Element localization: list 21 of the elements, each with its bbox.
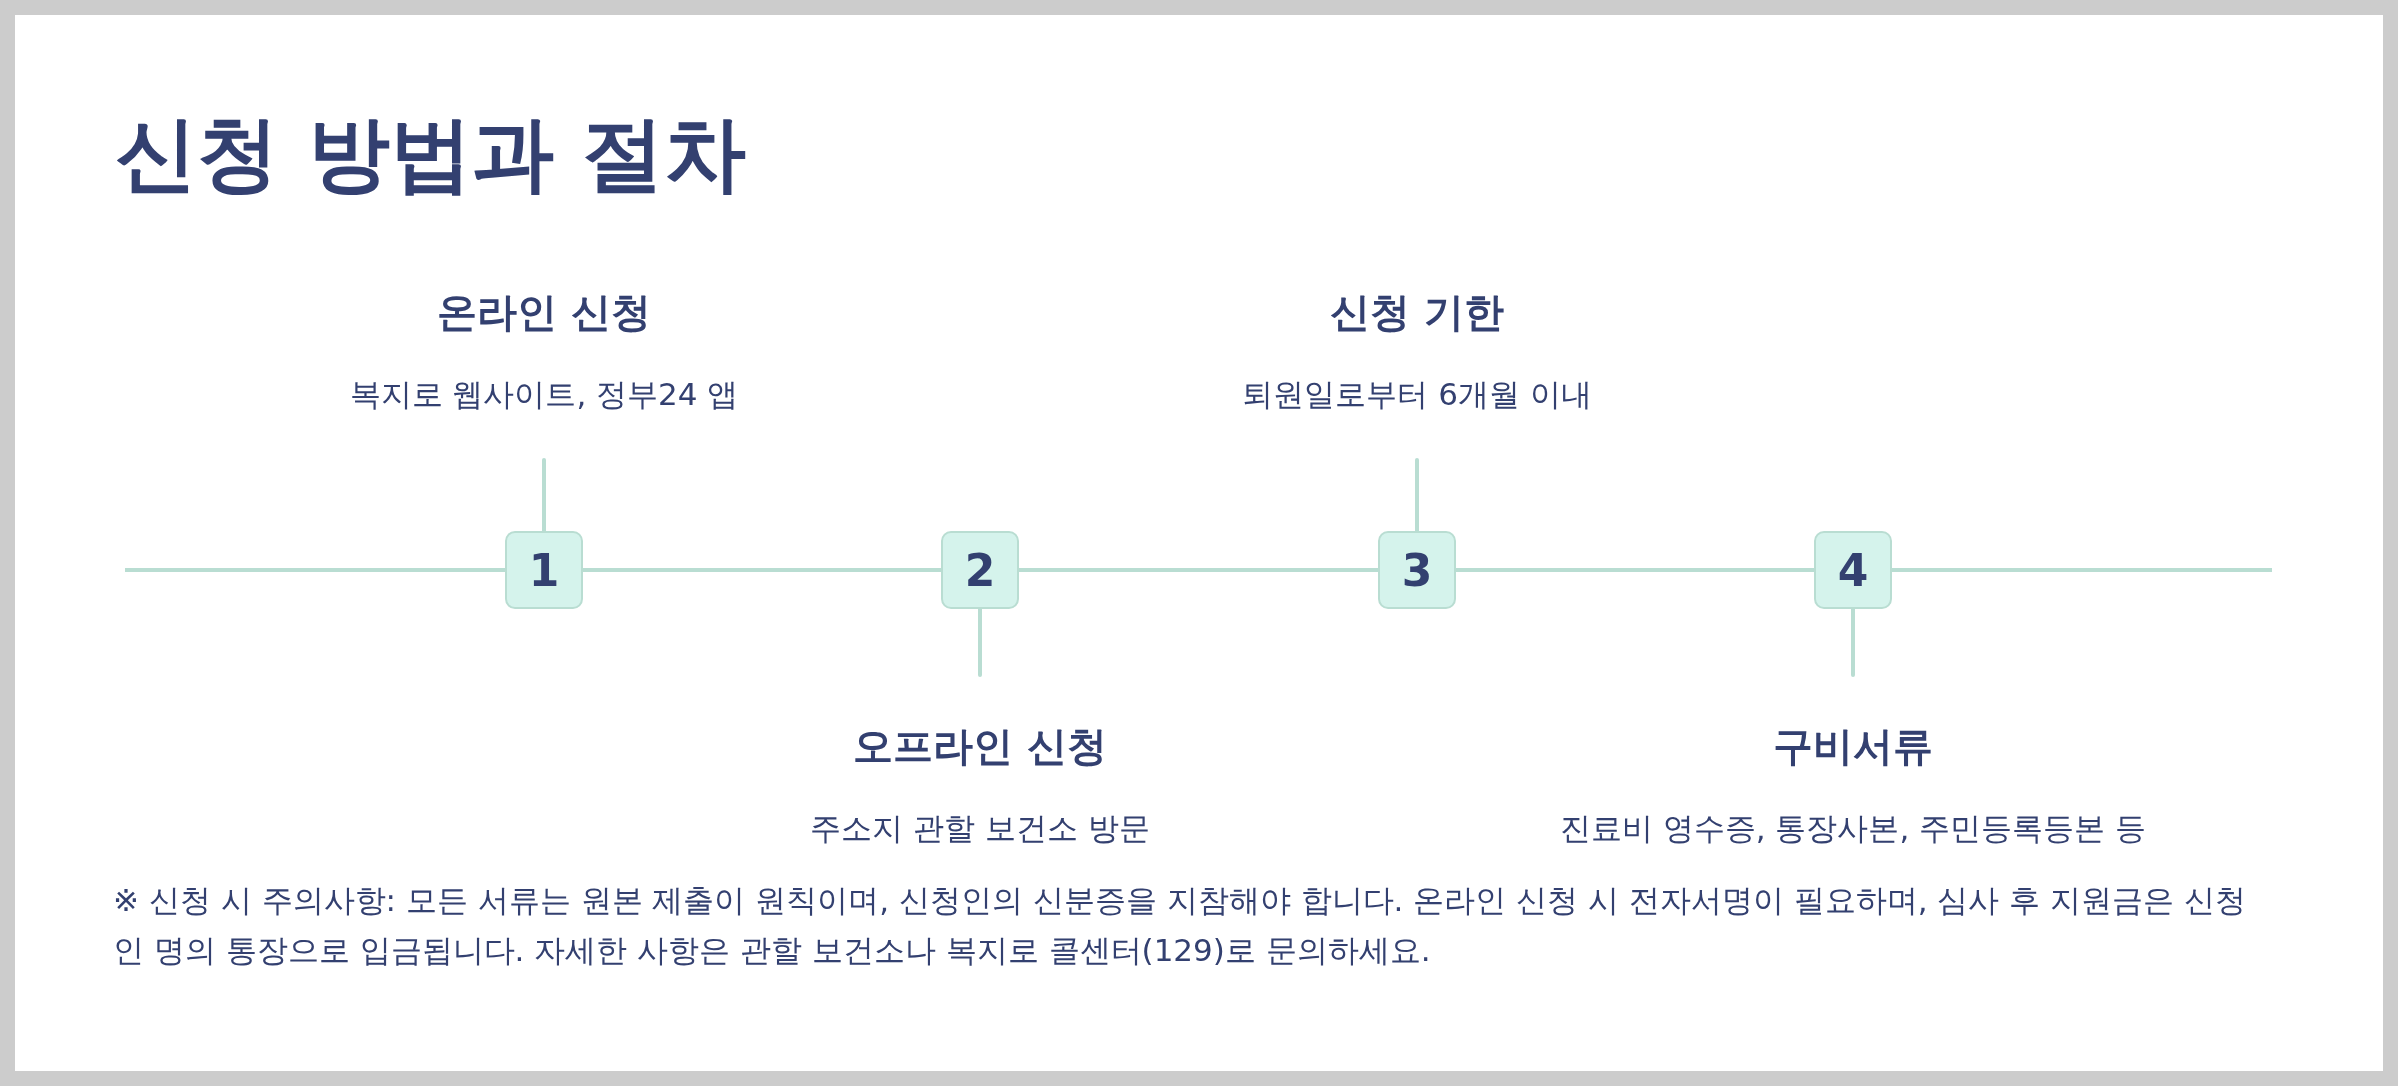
connector-line: [1851, 607, 1855, 677]
step-number-box: 1: [505, 531, 583, 609]
step-number-box: 4: [1814, 531, 1892, 609]
step-heading: 신청 기한: [1330, 288, 1504, 337]
step-number-box: 3: [1378, 531, 1456, 609]
step-description: 복지로 웹사이트, 정부24 앱: [349, 375, 739, 414]
step-heading: 오프라인 신청: [853, 722, 1107, 771]
timeline-line: [1456, 568, 1814, 572]
note-text: ※ 신청 시 주의사항: 모든 서류는 원본 제출이 원칙이며, 신청인의 신분증을 지참해야 합니다. 온라인 신청 시 전자서명이 필요하며, 심사 후 지원금은 신청인 명의 통장으로 입금됩니다. 자세한 사항은 관할 보건소나 복지로 콜센터(129)로 문의하세요.: [113, 881, 2247, 970]
connector-line: [978, 607, 982, 677]
step-number-box: 2: [941, 531, 1019, 609]
timeline-line: [1019, 568, 1378, 572]
title: 신청 방법과 절차: [115, 105, 747, 203]
timeline-line: [583, 568, 941, 572]
step-heading: 온라인 신청: [437, 288, 651, 337]
connector-line: [542, 458, 546, 533]
connector-line: [1415, 458, 1419, 533]
step-description: 진료비 영수증, 통장사본, 주민등록등본 등: [1559, 809, 2147, 848]
step-description: 퇴원일로부터 6개월 이내: [1242, 375, 1592, 414]
step-heading: 구비서류: [1773, 722, 1933, 771]
step-description: 주소지 관할 보건소 방문: [810, 809, 1150, 848]
